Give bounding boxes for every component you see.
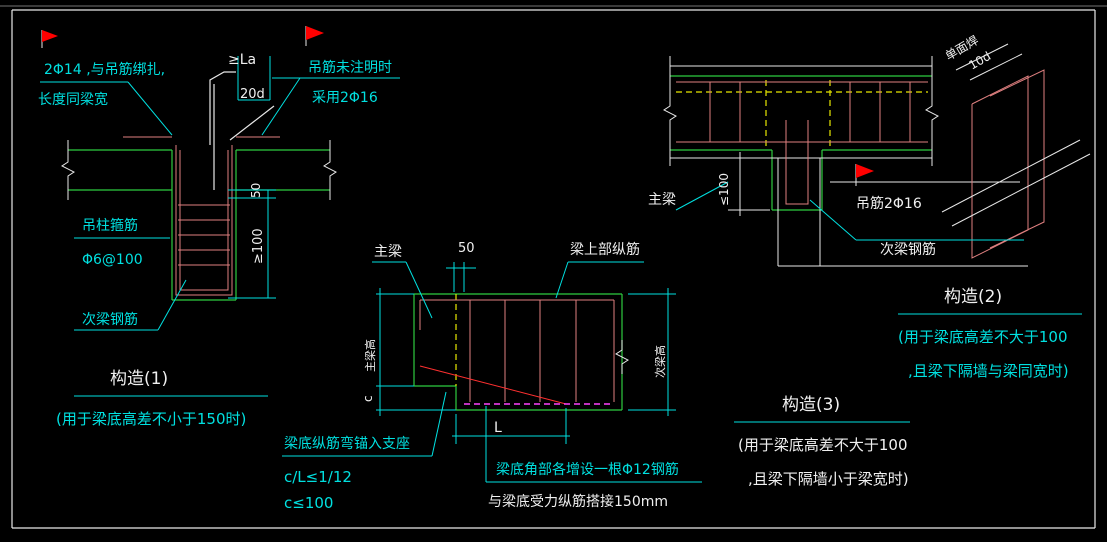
flag-icon bbox=[305, 26, 324, 46]
detail-1: 2Φ14 ,与吊筋绑扎, 长度同梁宽 ≥La 20d 吊筋未注明时 采用2Φ16… bbox=[38, 26, 400, 428]
break-line-icon bbox=[663, 56, 939, 166]
detail1-secondary-rebar: 次梁钢筋 bbox=[82, 311, 138, 328]
detail2-dimensions bbox=[728, 43, 1091, 227]
detail3-beam-outline bbox=[413, 293, 623, 411]
detail2-beam-lines bbox=[670, 65, 1028, 267]
drawing-frame bbox=[0, 5, 1107, 529]
detail3-bottom-anchor-bar bbox=[419, 365, 567, 405]
detail1-label-hanger-line2: 采用2Φ16 bbox=[312, 90, 378, 106]
detail1-leaders bbox=[40, 56, 400, 397]
detail-3: 主梁 50 梁上部纵筋 主梁高 次梁高 c L 梁底纵筋弯锚入支座 c/L≤1/… bbox=[282, 241, 910, 512]
detail1-label-bar-line2: 长度同梁宽 bbox=[38, 91, 108, 108]
detail2-hanger: 吊筋2Φ16 bbox=[856, 195, 922, 212]
flag-icon bbox=[41, 30, 58, 48]
detail3-bottom-anchor: 梁底纵筋弯锚入支座 bbox=[284, 435, 410, 452]
detail3-dim-L: L bbox=[494, 420, 502, 436]
detail2-leaders bbox=[675, 181, 1082, 315]
detail1-label-hanger-line1: 吊筋未注明时 bbox=[308, 59, 392, 76]
detail1-dim-50: 50 bbox=[249, 183, 263, 198]
detail2-note-line2: ,且梁下隔墙与梁同宽时) bbox=[908, 362, 1069, 380]
detail2-main-beam-label: 主梁 bbox=[648, 192, 676, 208]
detail2-secondary-rebar: 次梁钢筋 bbox=[880, 241, 936, 258]
detail1-label-bar-line1: 2Φ14 ,与吊筋绑扎, bbox=[44, 61, 165, 78]
detail1-flags bbox=[41, 26, 324, 48]
detail3-note-line2: ,且梁下隔墙小于梁宽时) bbox=[748, 470, 909, 488]
detail1-dim-100: ≥100 bbox=[251, 228, 266, 264]
detail1-stirrup-line2: Φ6@100 bbox=[82, 252, 143, 268]
detail3-rebar bbox=[419, 299, 615, 402]
detail3-main-beam-height: 主梁高 bbox=[363, 339, 377, 372]
detail1-label-20d: 20d bbox=[240, 87, 265, 102]
detail1-title: 构造(1) bbox=[110, 369, 168, 389]
detail3-note-line1: (用于梁底高差不大于100 bbox=[738, 436, 907, 454]
detail1-hanger-bar bbox=[209, 71, 275, 190]
detail3-ratio: c/L≤1/12 bbox=[284, 468, 352, 486]
detail1-rebar bbox=[123, 136, 280, 296]
detail2-note-line1: (用于梁底高差不大于100 bbox=[898, 328, 1067, 346]
detail3-main-beam: 主梁 bbox=[374, 244, 402, 260]
break-line-icon bbox=[615, 340, 629, 374]
detail3-dim-50: 50 bbox=[458, 241, 475, 256]
detail2-title: 构造(2) bbox=[944, 287, 1002, 307]
detail3-c-limit: c≤100 bbox=[284, 494, 333, 512]
detail1-note: (用于梁底高差不小于150时) bbox=[56, 410, 246, 428]
detail2-rebar bbox=[676, 69, 1045, 259]
detail3-lap: 与梁底受力纵筋搭接150mm bbox=[488, 493, 668, 510]
detail2-main-beam bbox=[670, 75, 932, 211]
detail3-dim-c: c bbox=[361, 395, 375, 402]
detail3-dimensions bbox=[282, 261, 910, 483]
break-line-icon bbox=[61, 140, 337, 200]
detail3-top-rebar: 梁上部纵筋 bbox=[570, 241, 640, 258]
detail2-centerline-v bbox=[765, 80, 831, 146]
detail3-secondary-beam-height: 次梁高 bbox=[653, 345, 667, 378]
detail3-added-bar-label: 梁底角部各增设一根Φ12钢筋 bbox=[496, 461, 679, 478]
detail1-stirrup-line1: 吊柱箍筋 bbox=[82, 217, 138, 234]
flag-icon bbox=[855, 164, 874, 186]
detail1-main-beam bbox=[68, 149, 330, 301]
detail3-title: 构造(3) bbox=[782, 395, 840, 415]
detail1-label-la: ≥La bbox=[228, 52, 256, 68]
detail2-dim-100: ≤100 bbox=[717, 173, 731, 206]
